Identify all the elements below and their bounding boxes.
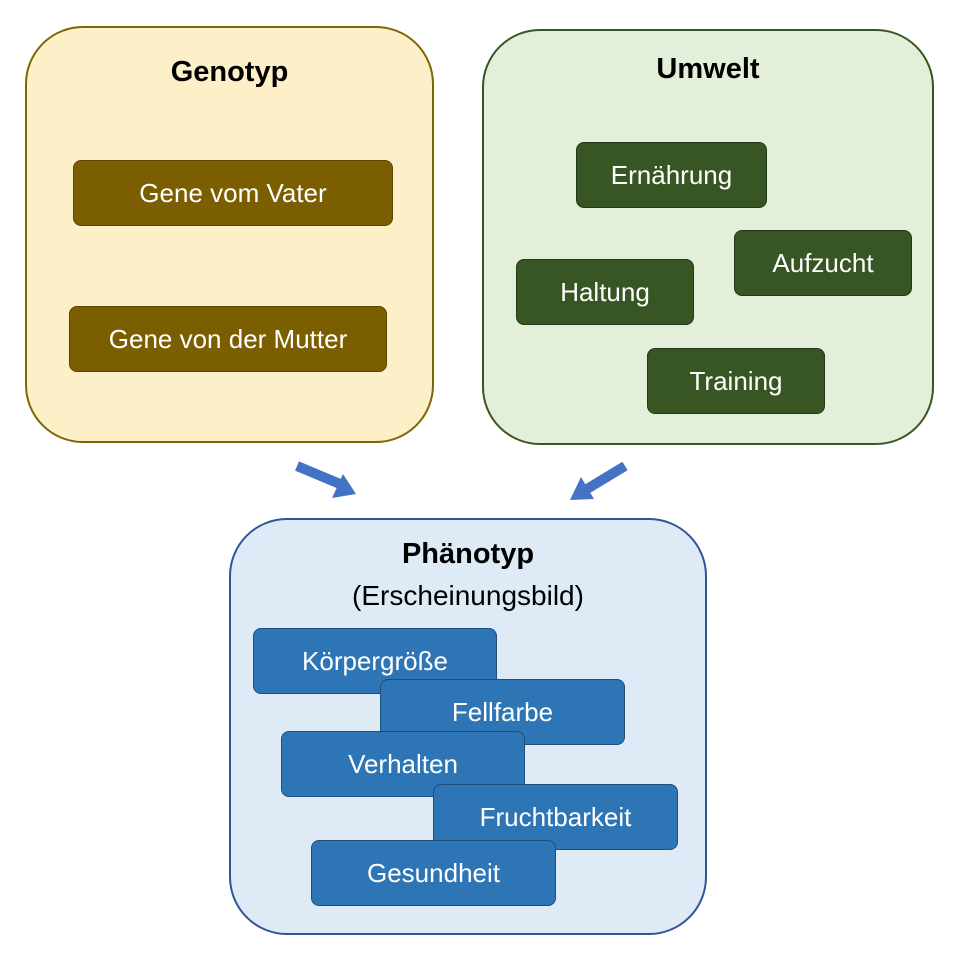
- phaenotyp-subtitle: (Erscheinungsbild): [352, 580, 584, 611]
- umwelt-item-haltung: Haltung: [516, 259, 694, 325]
- genotyp-item-gene-von-der-mutter: Gene von der Mutter: [69, 306, 387, 372]
- phaenotyp-item-koerpergroesse: Körpergröße: [253, 628, 497, 694]
- umwelt-title: Umwelt: [656, 53, 760, 85]
- genotyp-item-gene-vom-vater: Gene vom Vater: [73, 160, 393, 226]
- phaenotyp-item-fruchtbarkeit: Fruchtbarkeit: [433, 784, 678, 850]
- umwelt-item-aufzucht: Aufzucht: [734, 230, 912, 296]
- arrow-umwelt-to-phaenotyp-icon: [570, 461, 628, 500]
- umwelt-item-training: Training: [647, 348, 825, 414]
- genotyp-title: Genotyp: [170, 56, 289, 88]
- umwelt-item-ernaehrung: Ernährung: [576, 142, 767, 208]
- phaenotyp-item-gesundheit: Gesundheit: [311, 840, 556, 906]
- genotyp-panel: Genotyp: [25, 26, 434, 443]
- phaenotyp-title: Phänotyp: [401, 538, 535, 570]
- arrow-genotyp-to-phaenotyp-icon: [295, 461, 356, 498]
